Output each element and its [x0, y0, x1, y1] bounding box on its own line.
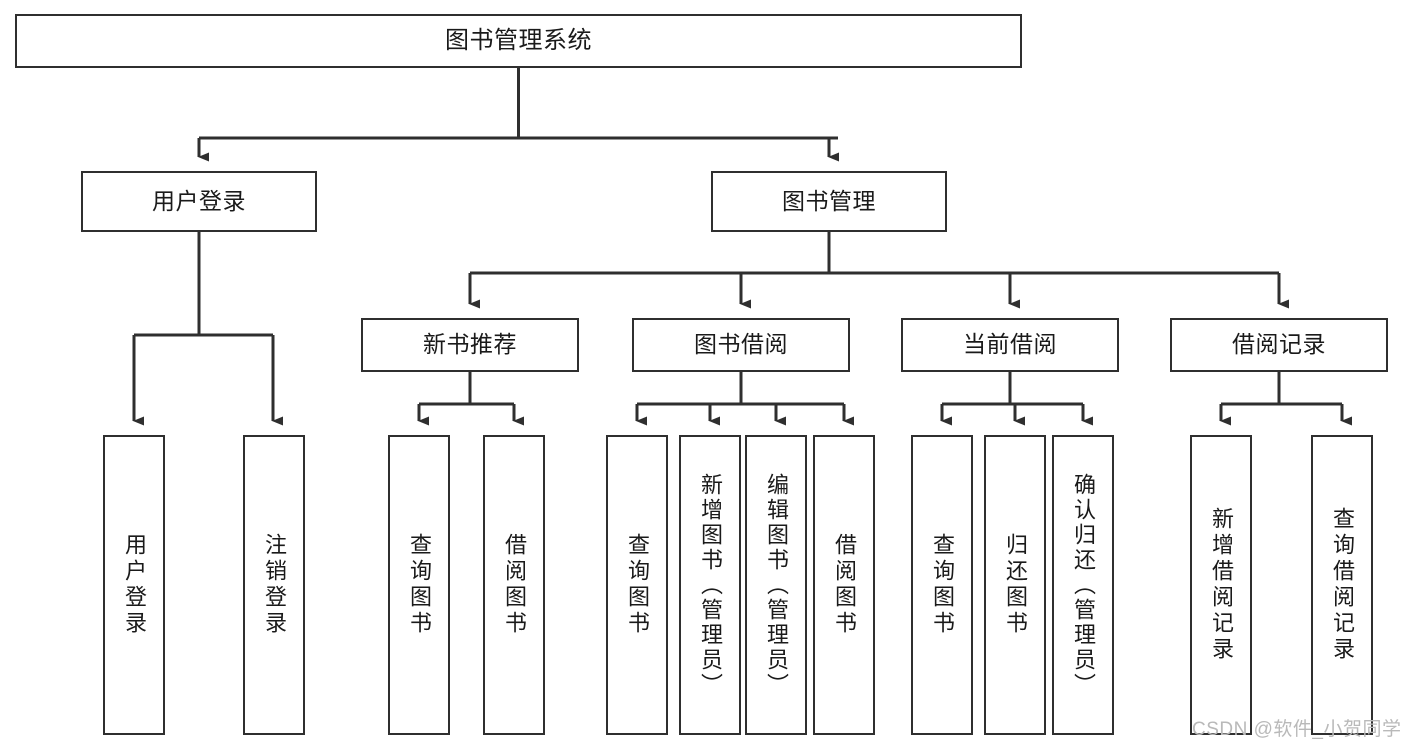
- node-current-borrow-label: 当前借阅: [963, 331, 1057, 358]
- leaf-query-book-recommend-label: 查询图书: [407, 533, 432, 637]
- node-book-borrow-label: 图书借阅: [694, 331, 788, 358]
- leaf-query-book-current-label: 查询图书: [930, 533, 955, 637]
- leaf-return-book[interactable]: 归还图书: [984, 435, 1046, 735]
- leaf-user-login[interactable]: 用户登录: [103, 435, 165, 735]
- leaf-edit-book[interactable]: 编辑图书（管理员）: [745, 435, 807, 735]
- leaf-confirm-return[interactable]: 确认归还（管理员）: [1052, 435, 1114, 735]
- leaf-add-book[interactable]: 新增图书（管理员）: [679, 435, 741, 735]
- leaf-return-book-label: 归还图书: [1003, 533, 1028, 637]
- leaf-edit-book-label: 编辑图书（管理员）: [764, 472, 789, 698]
- node-user-login-label: 用户登录: [152, 187, 246, 214]
- leaf-query-book-borrow[interactable]: 查询图书: [606, 435, 668, 735]
- leaf-add-borrow-record-label: 新增借阅记录: [1209, 507, 1234, 663]
- leaf-add-borrow-record[interactable]: 新增借阅记录: [1190, 435, 1252, 735]
- leaf-query-borrow-record-label: 查询借阅记录: [1330, 507, 1355, 663]
- leaf-logout[interactable]: 注销登录: [243, 435, 305, 735]
- leaf-borrow-book-recommend[interactable]: 借阅图书: [483, 435, 545, 735]
- node-borrow-record[interactable]: 借阅记录: [1170, 318, 1388, 372]
- node-new-book-recommend-label: 新书推荐: [423, 331, 517, 358]
- leaf-borrow-book-label: 借阅图书: [832, 533, 857, 637]
- leaf-confirm-return-label: 确认归还（管理员）: [1071, 472, 1096, 698]
- node-book-borrow[interactable]: 图书借阅: [632, 318, 850, 372]
- node-user-login[interactable]: 用户登录: [81, 171, 317, 232]
- leaf-logout-label: 注销登录: [262, 533, 287, 637]
- node-root[interactable]: 图书管理系统: [15, 14, 1022, 68]
- node-new-book-recommend[interactable]: 新书推荐: [361, 318, 579, 372]
- node-current-borrow[interactable]: 当前借阅: [901, 318, 1119, 372]
- csdn-watermark: CSDN @软件_小贺同学: [1192, 719, 1402, 740]
- node-root-label: 图书管理系统: [445, 26, 592, 54]
- node-borrow-record-label: 借阅记录: [1232, 331, 1326, 358]
- leaf-borrow-book-recommend-label: 借阅图书: [502, 533, 527, 637]
- node-book-manage[interactable]: 图书管理: [711, 171, 947, 232]
- leaf-user-login-label: 用户登录: [122, 533, 147, 637]
- leaf-query-borrow-record[interactable]: 查询借阅记录: [1311, 435, 1373, 735]
- leaf-add-book-label: 新增图书（管理员）: [698, 472, 723, 698]
- leaf-borrow-book[interactable]: 借阅图书: [813, 435, 875, 735]
- node-book-manage-label: 图书管理: [782, 187, 876, 214]
- leaf-query-book-recommend[interactable]: 查询图书: [388, 435, 450, 735]
- leaf-query-book-borrow-label: 查询图书: [625, 533, 650, 637]
- leaf-query-book-current[interactable]: 查询图书: [911, 435, 973, 735]
